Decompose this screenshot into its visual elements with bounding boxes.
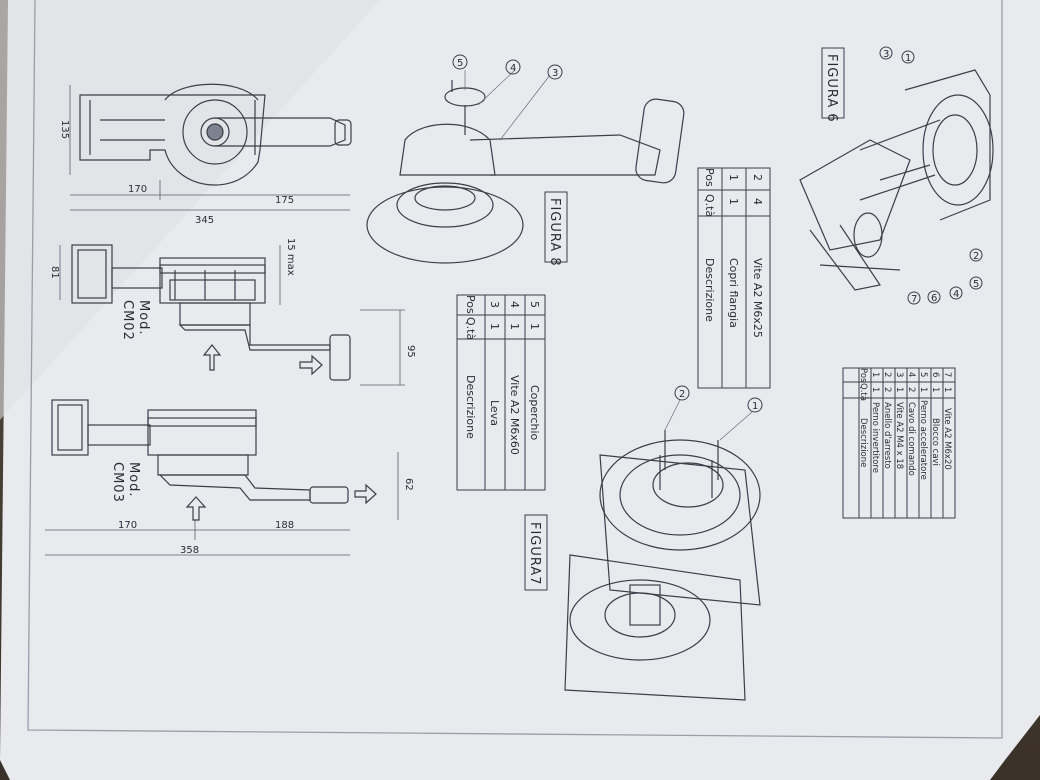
t6b-h-desc: Descrizione (858, 418, 868, 467)
t6b-r7-qty: 1 (870, 387, 880, 392)
t6b-h-qty: Q.tà (858, 383, 868, 401)
table-fig6-top: 2 4 Vite A2 M6x25 1 1 Copri flangia Pos … (697, 167, 771, 389)
figura6-label: FIGURA 6 (824, 54, 839, 123)
cm02-code-label: CM02 (120, 300, 135, 341)
t8-r1-desc: Coperchio (528, 385, 541, 441)
cm02-drawing (71, 244, 351, 381)
t8-h-pos: Pos (464, 295, 477, 314)
t8-r1-qty: 1 (528, 323, 541, 330)
cm03-mod-label: Mod. (126, 462, 141, 498)
figura6-label-box: FIGURA 6 (821, 47, 845, 123)
fig7-callout-1: 1 (752, 401, 758, 412)
t6b-r6-desc: Anello d'arresto (882, 402, 892, 469)
t8-r2-desc: Vite A2 M6x60 (508, 375, 521, 455)
t6a-h-qty: Q.tà (703, 194, 716, 217)
t6b-r4-pos: 4 (906, 372, 916, 377)
t6b-r1-pos: 7 (942, 372, 952, 377)
t6b-r1-qty: 1 (942, 387, 952, 392)
fig8-callout-5: 5 (457, 58, 463, 69)
figura6-callouts-top: 3 1 2 (879, 46, 983, 262)
t6a-h-pos: Pos (703, 168, 716, 187)
fig6-callout-4: 4 (953, 289, 959, 300)
t6a-r1-desc: Vite A2 M6x25 (751, 258, 764, 338)
t8-r2-pos: 4 (508, 301, 521, 308)
fig8-callout-3: 3 (552, 68, 558, 79)
t6b-r2-desc: Blocco cavi (930, 418, 940, 466)
t6b-r4-qty: 2 (906, 387, 916, 392)
t6b-r3-desc: Perno acceleratore (918, 400, 928, 480)
t6b-r5-pos: 3 (894, 372, 904, 377)
figura8-callout-lines (464, 69, 551, 141)
fig6-callout-2: 2 (973, 251, 979, 262)
t6b-r2-pos: 6 (930, 372, 940, 377)
dim-62: 62 (403, 478, 414, 491)
figura6-callouts-bottom: 5 4 6 7 (907, 276, 983, 305)
t6a-h-desc: Descrizione (703, 258, 716, 322)
fig8-callout-4: 4 (510, 63, 516, 74)
t8-r3-desc: Leva (488, 400, 501, 426)
fig6-callout-7: 7 (911, 294, 917, 305)
t6b-r5-qty: 1 (894, 387, 904, 392)
t6b-r7-desc: Perno invertitore (870, 402, 880, 473)
figura8-callouts: 5 4 3 (452, 54, 563, 80)
cm03-code-label: CM03 (110, 462, 125, 503)
dim-95: 95 (405, 345, 416, 358)
t8-r3-pos: 3 (488, 301, 501, 308)
dim-170-top: 170 (128, 184, 147, 195)
dim-345: 345 (195, 215, 214, 226)
t6b-r7-pos: 1 (870, 372, 880, 377)
dim-15-max: 15 max (285, 238, 296, 276)
cm03-dims (45, 452, 399, 556)
t6b-r3-pos: 5 (918, 372, 928, 377)
t6a-r1-pos: 2 (751, 174, 764, 181)
t6b-r4-desc: Cavo di comando (906, 402, 916, 476)
frame-border (27, 0, 1003, 739)
top-view-drawing (79, 83, 352, 186)
cm02-arrows (202, 344, 323, 376)
t8-r2-qty: 1 (508, 323, 521, 330)
cm03-arrows (185, 483, 377, 521)
figura8-label: FIGURA 8 (547, 198, 562, 267)
top-view-dims (69, 85, 350, 211)
figura6-drawing (799, 69, 994, 291)
t8-r1-pos: 5 (528, 301, 541, 308)
t6a-r2-qty: 1 (727, 198, 740, 205)
t6b-r3-qty: 1 (918, 387, 928, 392)
fig7-callout-2: 2 (679, 389, 685, 400)
fig6-callout-3: 3 (883, 49, 889, 60)
t6a-r2-desc: Copri flangia (727, 258, 740, 328)
t6b-h-pos: Pos (858, 368, 868, 383)
t6b-r1-desc: Vite A2 M6x20 (942, 408, 952, 470)
dim-81: 81 (49, 266, 60, 279)
t6b-r6-qty: 2 (882, 387, 892, 392)
table-fig8: 5 1 Coperchio 4 1 Vite A2 M6x60 3 1 Leva… (456, 294, 546, 491)
dim-170-bottom: 170 (118, 520, 137, 531)
t8-h-qty: Q.tà (464, 317, 477, 340)
t8-h-desc: Descrizione (464, 375, 477, 439)
figura7-label-box: FIGURA7 (524, 514, 548, 591)
dim-358: 358 (180, 545, 199, 556)
t6b-r5-desc: Vite A2 M4 x 18 (894, 402, 904, 469)
dim-135: 135 (59, 120, 70, 139)
dim-188: 188 (275, 520, 294, 531)
fig6-callout-1: 1 (905, 53, 911, 64)
t6b-r6-pos: 2 (882, 372, 892, 377)
fig6-callout-5: 5 (973, 279, 979, 290)
figura8-label-box: FIGURA 8 (544, 191, 568, 267)
t6a-r2-pos: 1 (727, 174, 740, 181)
figura7-label: FIGURA7 (527, 522, 542, 586)
figura7-callouts: 2 1 (664, 385, 763, 441)
t6a-r1-qty: 4 (751, 198, 764, 205)
cm02-dims (59, 245, 405, 386)
cm03-drawing (51, 399, 349, 504)
figura7-drawing (564, 430, 761, 701)
dim-175: 175 (275, 195, 294, 206)
cm02-mod-label: Mod. (136, 300, 151, 336)
table-fig6-right: 7 1 Vite A2 M6x20 6 1 Blocco cavi 5 1 Pe… (842, 367, 956, 519)
t6b-r2-qty: 1 (930, 387, 940, 392)
fig6-callout-6: 6 (931, 293, 937, 304)
t8-r3-qty: 1 (488, 323, 501, 330)
